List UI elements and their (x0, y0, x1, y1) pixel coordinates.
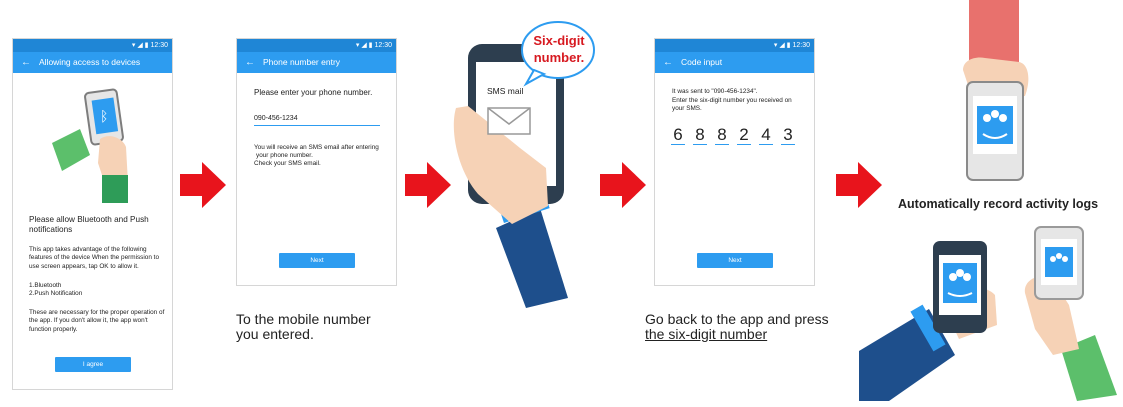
permission-note: These are necessary for the proper opera… (29, 309, 165, 333)
battery-icon: ▮ (786, 42, 791, 49)
right-arrow-icon (836, 162, 882, 208)
permission-heading: Please allow Bluetooth and Push notifica… (29, 215, 149, 234)
phone-prompt: Please enter your phone number. (254, 88, 373, 97)
signal-icon: ◢ (137, 42, 143, 49)
caption-back-line-1: Go back to the app and press (645, 311, 829, 327)
signal-icon: ◢ (361, 42, 367, 49)
agree-button[interactable]: I agree (55, 357, 131, 372)
caption-sms-line-1: To the mobile number (236, 311, 371, 327)
battery-icon: ▮ (368, 42, 373, 49)
bluetooth-phone-illustration: ᛒ (52, 88, 128, 203)
status-time: 12:30 (150, 42, 168, 49)
envelope-icon (487, 107, 531, 135)
code-digit-2[interactable]: 8 (693, 125, 707, 145)
app-bar: ← Allowing access to devices (13, 52, 172, 73)
sms-phone-illustration (453, 21, 595, 308)
status-time: 12:30 (792, 42, 810, 49)
permission-list-item-1: 1.Bluetooth (29, 282, 62, 289)
wifi-icon: ▾ (131, 42, 136, 49)
next-button[interactable]: Next (279, 253, 355, 268)
sms-info-line-3: Check your SMS email. (254, 160, 321, 167)
wifi-icon: ▾ (355, 42, 360, 49)
app-bar-title: Phone number entry (263, 57, 341, 67)
right-arrow-icon (600, 162, 646, 208)
back-arrow-icon[interactable]: ← (21, 57, 31, 68)
permission-list-item-2: 2.Push Notification (29, 290, 83, 297)
bluetooth-icon: ᛒ (100, 109, 108, 125)
back-arrow-icon[interactable]: ← (663, 57, 673, 68)
next-button[interactable]: Next (697, 253, 773, 268)
code-digit-5[interactable]: 4 (759, 125, 773, 145)
status-time: 12:30 (374, 42, 392, 49)
sent-to-text: It was sent to "090-456-1234". (672, 88, 758, 95)
code-digit-4[interactable]: 2 (737, 125, 751, 145)
auto-log-caption: Automatically record activity logs (898, 197, 1099, 211)
caption-back-line-2: the six-digit number (645, 326, 768, 342)
sms-info-line-1: You will receive an SMS email after ente… (254, 144, 379, 151)
permission-body: This app takes advantage of the followin… (29, 246, 160, 270)
status-bar: ▾ ◢ ▮ 12:30 (13, 39, 172, 52)
code-instruction: Enter the six-digit number you received … (672, 97, 792, 113)
sms-mail-label: SMS mail (487, 86, 524, 96)
app-bar: ← Phone number entry (237, 52, 396, 73)
screen-code-input: ▾ ◢ ▮ 12:30 ← Code input It was sent to … (654, 38, 815, 286)
battery-icon: ▮ (144, 42, 149, 49)
app-bar-title: Code input (681, 57, 723, 67)
caption-sms-line-2: you entered. (236, 326, 314, 342)
back-arrow-icon[interactable]: ← (245, 57, 255, 68)
phone-number-input[interactable]: 090-456-1234 (254, 112, 380, 126)
status-bar: ▾ ◢ ▮ 12:30 (237, 39, 396, 52)
code-digit-6[interactable]: 3 (781, 125, 795, 145)
people-icon (1045, 247, 1073, 277)
logging-phones-illustration-bottom (859, 226, 1117, 401)
logging-phone-illustration-top (963, 0, 1029, 181)
sms-info-line-2: your phone number. (256, 152, 313, 159)
bubble-text-line-2: number. (533, 50, 585, 65)
wifi-icon: ▾ (773, 42, 778, 49)
app-bar-title: Allowing access to devices (39, 57, 141, 67)
screen-phone-entry: ▾ ◢ ▮ 12:30 ← Phone number entry Please … (236, 38, 397, 286)
screen-allow-access: ▾ ◢ ▮ 12:30 ← Allowing access to devices… (12, 38, 173, 390)
status-bar: ▾ ◢ ▮ 12:30 (655, 39, 814, 52)
code-digit-1[interactable]: 6 (671, 125, 685, 145)
right-arrow-icon (180, 162, 226, 208)
code-digit-3[interactable]: 8 (715, 125, 729, 145)
app-bar: ← Code input (655, 52, 814, 73)
right-arrow-icon (405, 162, 451, 208)
signal-icon: ◢ (779, 42, 785, 49)
bubble-text-line-1: Six-digit (533, 33, 585, 48)
